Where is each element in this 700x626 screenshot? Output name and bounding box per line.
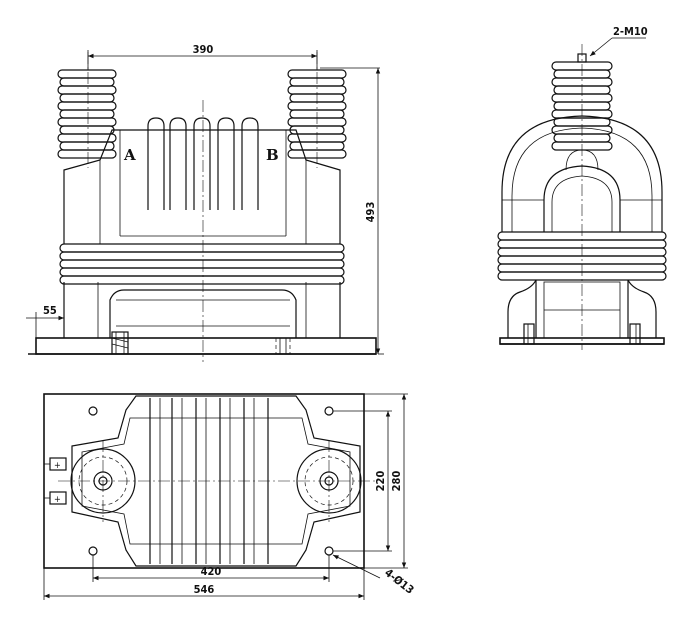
dim-base-width: 280 bbox=[364, 393, 408, 569]
leader-2-m10: 2-M10 bbox=[589, 25, 648, 57]
svg-text:+: + bbox=[54, 461, 61, 471]
dim-hole-width: 220 bbox=[333, 410, 392, 552]
label-2-m10: 2-M10 bbox=[613, 25, 648, 38]
base-bolt-left bbox=[111, 331, 129, 355]
secondary-terminal-1: + bbox=[44, 457, 67, 471]
dim-390-text: 390 bbox=[193, 43, 214, 56]
body-ribs bbox=[59, 243, 345, 285]
insulator-left bbox=[57, 52, 117, 168]
dim-height: 493 bbox=[320, 67, 384, 355]
dim-base-length: 546 bbox=[43, 568, 365, 600]
side-view: 2-M10 bbox=[497, 25, 667, 350]
front-view: A B 390 493 55 bbox=[26, 43, 384, 362]
dim-terminal-spacing: 390 bbox=[87, 43, 318, 70]
mount-hole-tl bbox=[88, 406, 98, 416]
svg-text:+: + bbox=[54, 495, 61, 505]
dim-493-text: 493 bbox=[364, 202, 377, 223]
dim-280-text: 280 bbox=[390, 471, 403, 492]
dim-420-text: 420 bbox=[201, 565, 222, 578]
mount-hole-br bbox=[324, 546, 334, 556]
dim-hole-length: 420 bbox=[92, 555, 330, 582]
insulator-right bbox=[287, 52, 347, 168]
terminal-b-label: B bbox=[266, 146, 279, 164]
mount-hole-tr bbox=[324, 406, 334, 416]
terminal-a-label: A bbox=[123, 146, 136, 164]
secondary-terminal-2: + bbox=[44, 491, 67, 505]
dim-55-text: 55 bbox=[43, 304, 57, 317]
label-4-o13: 4-Ø13 bbox=[382, 566, 416, 597]
dim-220-text: 220 bbox=[374, 471, 387, 492]
central-fins bbox=[147, 117, 259, 210]
dim-546-text: 546 bbox=[194, 583, 215, 596]
base-bolt-right bbox=[275, 337, 291, 355]
mount-hole-bl bbox=[88, 546, 98, 556]
dim-base-offset: 55 bbox=[26, 304, 65, 338]
top-view: + + 220 280 42 bbox=[43, 393, 416, 600]
